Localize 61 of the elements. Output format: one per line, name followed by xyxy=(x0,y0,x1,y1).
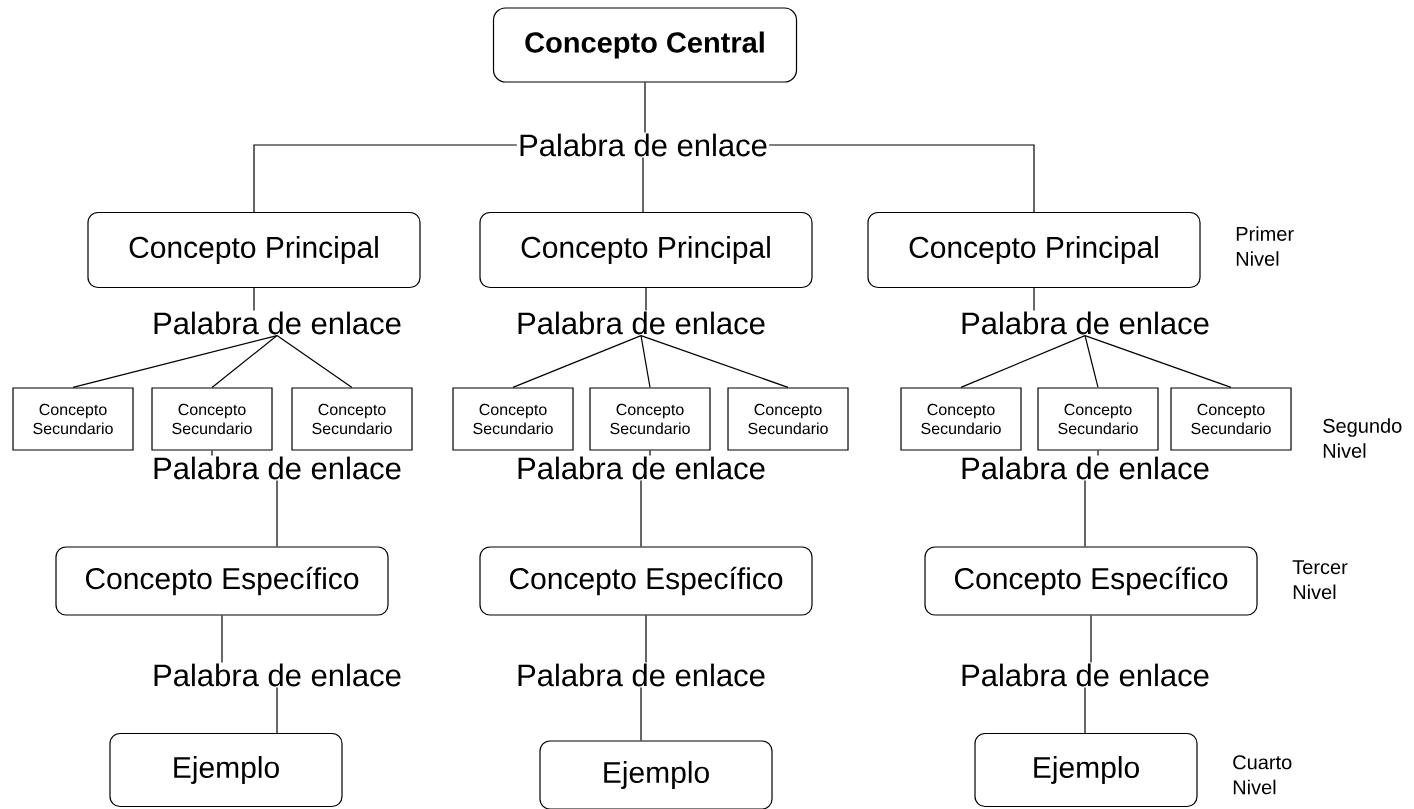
concept-box: Concepto Específico xyxy=(479,546,813,616)
linking-phrase: Palabra de enlace xyxy=(962,311,1209,335)
connector-line xyxy=(640,335,651,388)
connector-line xyxy=(276,480,278,547)
connector-line xyxy=(1084,335,1232,388)
linking-phrase: Palabra de enlace xyxy=(520,133,767,157)
linking-phrase: Palabra de enlace xyxy=(518,663,765,687)
connector-line xyxy=(640,480,642,547)
connector-line xyxy=(1084,480,1086,547)
concept-box: Ejemplo xyxy=(109,732,343,808)
connector-line xyxy=(644,82,646,133)
connector-line xyxy=(512,335,642,388)
level-label: Segundo Nivel xyxy=(1323,418,1402,458)
connector-line xyxy=(768,144,1035,213)
concept-box: Concepto Secundario xyxy=(727,387,849,451)
concept-box: Concepto Principal xyxy=(479,211,813,289)
concept-box: Concepto Secundario xyxy=(1170,387,1292,451)
linking-phrase: Palabra de enlace xyxy=(962,663,1209,687)
connector-line xyxy=(1084,335,1099,388)
concept-box: Concepto Secundario xyxy=(151,387,273,451)
linking-phrase: Palabra de enlace xyxy=(154,663,401,687)
concept-box: Concepto Secundario xyxy=(589,387,711,451)
connector-line xyxy=(640,687,642,741)
connector-line xyxy=(960,335,1086,388)
level-label: Primer Nivel xyxy=(1236,226,1294,266)
connector-line xyxy=(211,450,213,457)
connector-line xyxy=(276,687,278,734)
connector-line xyxy=(211,335,278,388)
connector-line xyxy=(253,144,518,213)
connector-line xyxy=(645,615,647,664)
concept-box: Concepto Específico xyxy=(924,546,1258,616)
connector-line xyxy=(253,287,255,312)
concept-box: Concepto Secundario xyxy=(900,387,1022,451)
concept-box: Ejemplo xyxy=(539,740,773,809)
level-label: Tercer Nivel xyxy=(1292,560,1348,600)
concept-box: Concepto Secundario xyxy=(291,387,413,451)
concept-box: Concepto Principal xyxy=(87,211,421,289)
connector-line xyxy=(649,450,651,457)
connector-line xyxy=(221,615,223,664)
level-label: Cuarto Nivel xyxy=(1233,755,1292,795)
concept-box: Concepto Secundario xyxy=(452,387,574,451)
connector-line xyxy=(645,287,647,312)
connector-line xyxy=(1033,287,1035,312)
concept-box: Concepto Principal xyxy=(867,211,1201,289)
connector-line xyxy=(72,335,278,388)
linking-phrase: Palabra de enlace xyxy=(154,311,401,335)
linking-phrase: Palabra de enlace xyxy=(154,456,401,480)
concept-box: Concepto Específico xyxy=(55,546,389,616)
connector-line xyxy=(1097,450,1099,457)
connector-line xyxy=(642,157,644,213)
connector-line xyxy=(640,335,789,388)
central-concept-box: Concepto Central xyxy=(492,7,798,83)
concept-box: Ejemplo xyxy=(974,732,1198,808)
connector-line xyxy=(1084,687,1086,734)
connector-line xyxy=(276,335,353,388)
linking-phrase: Palabra de enlace xyxy=(518,311,765,335)
linking-phrase: Palabra de enlace xyxy=(962,456,1209,480)
connector-line xyxy=(1090,615,1092,664)
linking-phrase: Palabra de enlace xyxy=(518,456,765,480)
concept-box: Concepto Secundario xyxy=(12,387,134,451)
concept-box: Concepto Secundario xyxy=(1037,387,1159,451)
